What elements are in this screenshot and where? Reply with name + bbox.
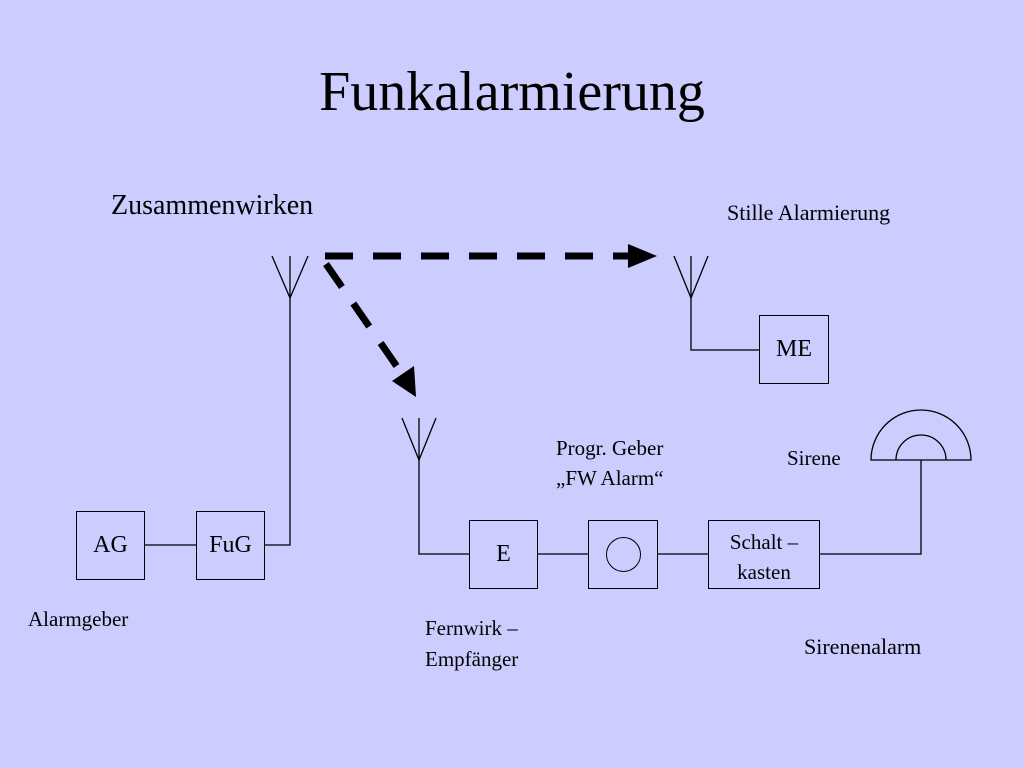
schaltkasten-label-line2: kasten bbox=[737, 560, 791, 584]
schaltkasten-box: Schalt – kasten bbox=[708, 520, 820, 589]
arrowhead bbox=[392, 366, 416, 397]
siren-icon bbox=[870, 409, 972, 461]
arrowhead bbox=[628, 244, 657, 268]
fug-box-label: FuG bbox=[209, 532, 252, 558]
label-alarmgeber: Alarmgeber bbox=[28, 607, 129, 631]
progr-geber-box bbox=[588, 520, 658, 589]
schaltkasten-label-line1: Schalt – bbox=[729, 530, 799, 554]
label-fernwirk-line2: Empfänger bbox=[425, 647, 519, 671]
page-title: Funkalarmierung bbox=[319, 61, 705, 123]
dashed-arrow bbox=[323, 262, 403, 373]
fug-box: FuG bbox=[196, 511, 265, 580]
e-box-label: E bbox=[496, 541, 511, 567]
label-progr-geber-line1: Progr. Geber bbox=[556, 436, 664, 460]
label-zusammenwirken: Zusammenwirken bbox=[111, 190, 314, 221]
circle-icon bbox=[606, 537, 641, 572]
label-sirene: Sirene bbox=[787, 446, 841, 470]
antenna-icon bbox=[673, 255, 709, 299]
e-box: E bbox=[469, 520, 538, 589]
label-stille-alarmierung: Stille Alarmierung bbox=[727, 200, 891, 225]
ag-box: AG bbox=[76, 511, 145, 580]
ag-box-label: AG bbox=[93, 532, 128, 558]
antenna-icon bbox=[271, 255, 309, 299]
me-box: ME bbox=[759, 315, 829, 384]
label-progr-geber-line2: „FW Alarm“ bbox=[556, 466, 664, 490]
label-sirenenalarm: Sirenenalarm bbox=[804, 634, 922, 659]
antenna-icon bbox=[401, 417, 437, 461]
label-fernwirk-line1: Fernwirk – bbox=[425, 616, 518, 640]
me-box-label: ME bbox=[776, 336, 812, 362]
